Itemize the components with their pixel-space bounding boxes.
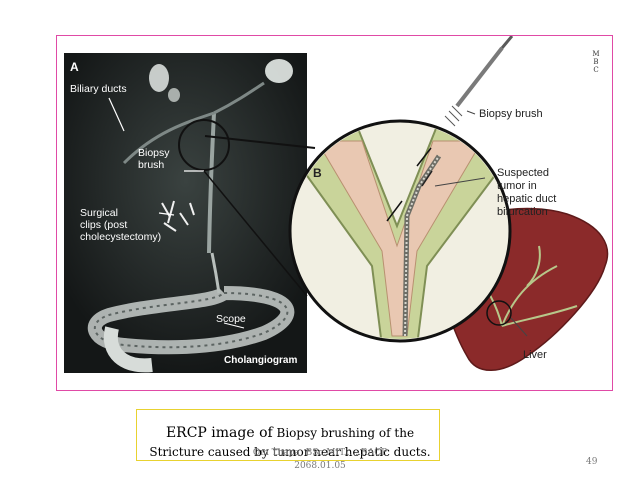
footer-author: Om Thapa, BSc.MIT......RACP 2068.01.05 (250, 447, 390, 473)
figure-frame: A Biliary ducts Biopsy brush Surgical cl… (56, 35, 613, 391)
liver-shape (439, 207, 609, 371)
cholangiogram-panel: A Biliary ducts Biopsy brush Surgical cl… (64, 53, 307, 373)
suspected-tumor-label: Suspected tumor in hepatic duct bifurcat… (497, 167, 557, 218)
biopsy-brush-label: Biopsy brush (479, 108, 543, 120)
surgical-clips-label: Surgical clips (post cholecystectomy) (80, 207, 162, 243)
panel-a-letter: A (70, 60, 79, 74)
page-number: 49 (586, 457, 598, 467)
author-date: 2068.01.05 (294, 461, 346, 471)
caption-box: ERCP image of Biopsy brushing of the Str… (136, 409, 440, 461)
author-name: Om Thapa, BSc.MIT......RACP (252, 448, 388, 458)
caption-line1-small: Biopsy brushing of the (272, 426, 415, 440)
biliary-ducts-label: Biliary ducts (70, 83, 127, 95)
liver-label: Liver (523, 349, 547, 361)
caption-line2: Stricture caused by tumor near hepatic d… (149, 445, 431, 459)
caption-text: ERCP image of Biopsy brushing of the Str… (143, 424, 437, 462)
panel-b-letter: B (313, 166, 322, 180)
biopsy-brush-xray-label: Biopsy brush (138, 147, 170, 171)
caption-line1-large: ERCP image of (165, 425, 273, 441)
cholangiogram-label: Cholangiogram (224, 355, 298, 366)
scope-label: Scope (216, 313, 246, 325)
